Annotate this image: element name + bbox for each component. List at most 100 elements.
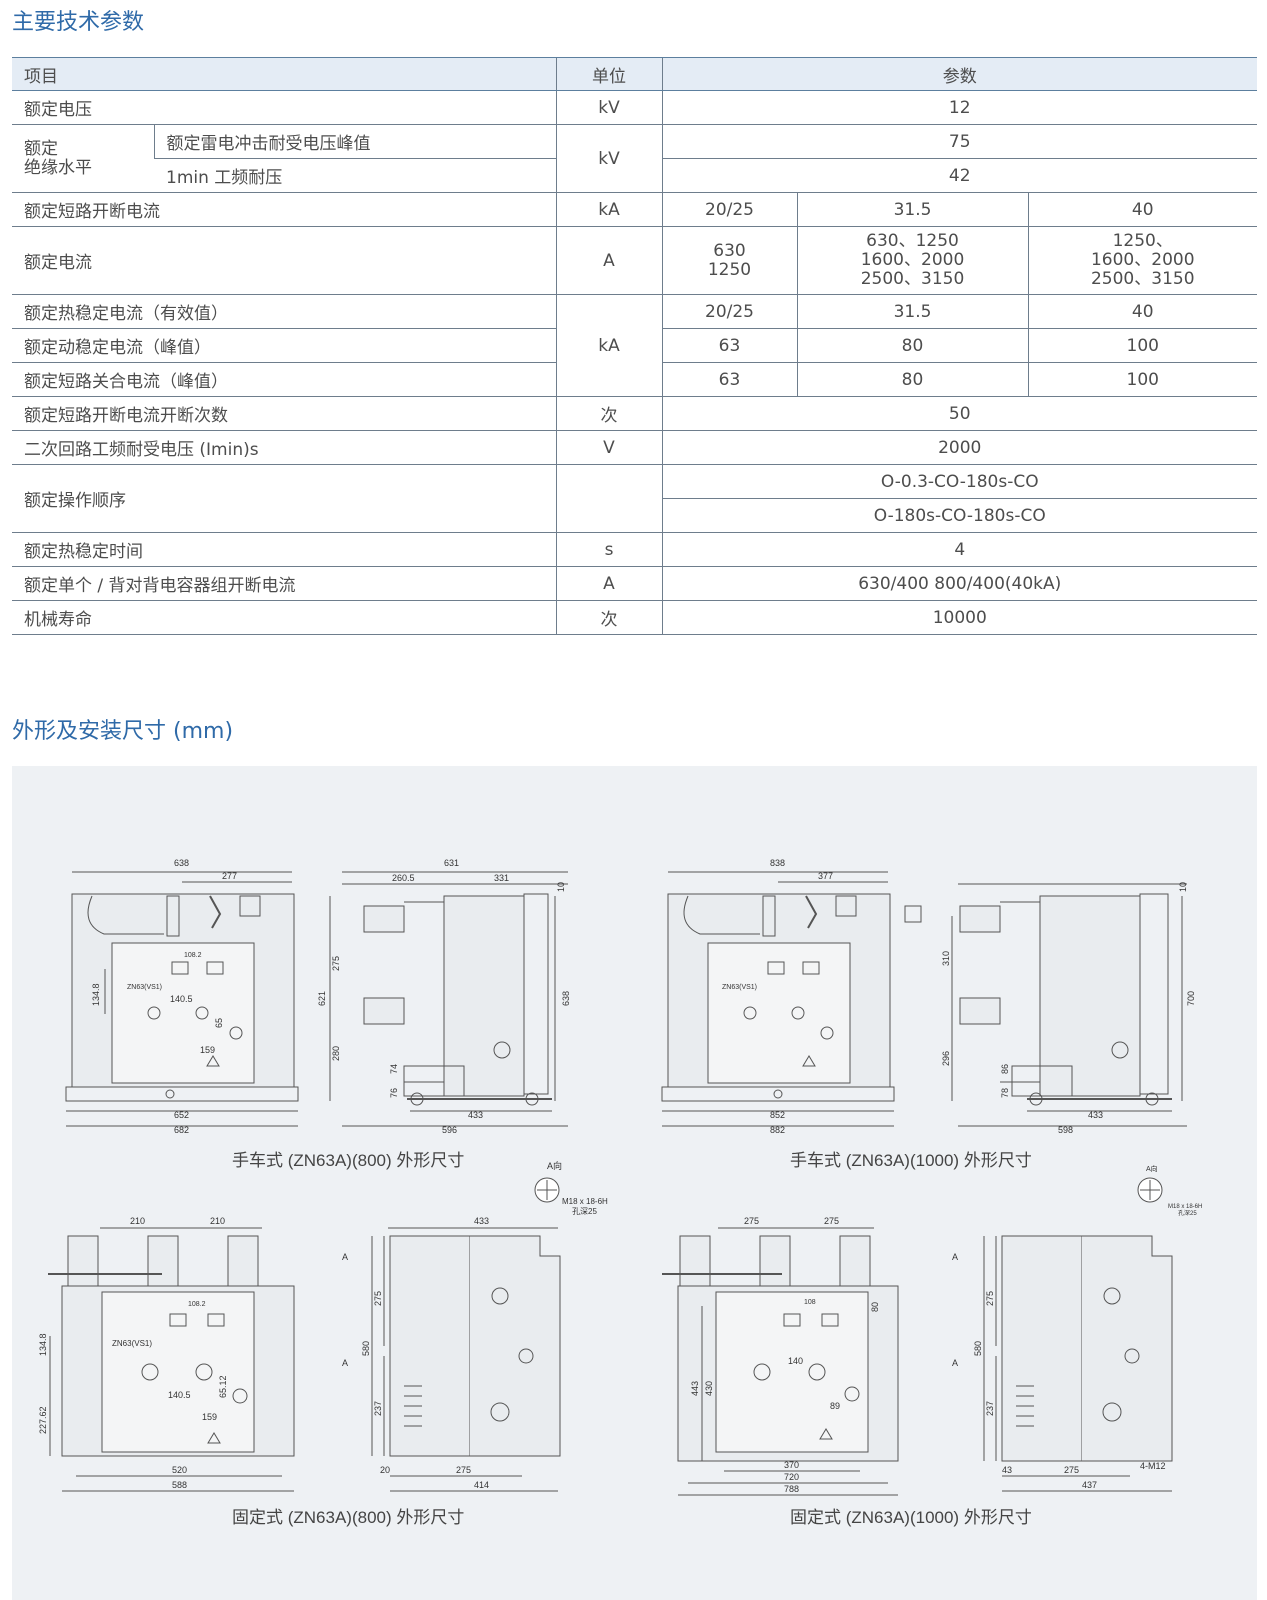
drawing-withdrawable-800: 638 277 108.2 ZN63(VS1) 134.8 140.5 65 1… — [65, 858, 571, 1170]
row-label: 机械寿命 — [12, 600, 556, 635]
value-line: 2500、3150 — [1090, 269, 1195, 289]
dim-text: 277 — [222, 871, 237, 881]
crosshair-circle — [493, 1041, 511, 1059]
header-param: 参数 — [661, 57, 1257, 91]
button-off — [147, 1006, 161, 1020]
indicator-window — [821, 1313, 839, 1327]
dim-text: 4-M12 — [1140, 1461, 1166, 1471]
dim-text: 260.5 — [392, 873, 415, 883]
view-a-detail: A向 M18 x 18-6H 孔深25 — [1137, 1164, 1202, 1217]
a-mark: A — [952, 1252, 958, 1262]
row-group-label: 额定 绝缘水平 — [12, 124, 154, 193]
header-item: 项目 — [12, 57, 556, 91]
front-view: 275 275 108 443 430 140 80 89 370 720 78… — [662, 1216, 899, 1496]
dim-text: 700 — [1186, 991, 1196, 1006]
dim-text: 78 — [1000, 1088, 1010, 1098]
table-row: 额定短路开断电流 kA 20/25 31.5 40 — [12, 192, 1257, 227]
row-unit: kA — [555, 192, 662, 227]
table-row: 额定热稳定电流（有效值） kA 20/25 31.5 40 — [12, 294, 1257, 397]
view-label: A向 — [547, 1160, 562, 1171]
table-row: 额定操作顺序 O-0.3-CO-180s-CO — [12, 464, 1257, 533]
header-unit: 单位 — [555, 57, 662, 91]
table-row: 1min 工频耐压 42 — [12, 158, 1257, 193]
drawing-fixed-1000: A向 M18 x 18-6H 孔深25 275 275 108 443 — [662, 1164, 1202, 1527]
crosshair-circle — [1124, 1348, 1140, 1364]
dim-text: 430 — [704, 1381, 714, 1396]
dim-text: 275 — [456, 1465, 471, 1475]
label-plate — [239, 895, 261, 917]
chassis-block — [403, 1065, 465, 1097]
dim-text: 140.5 — [168, 1390, 191, 1400]
indicator-window — [207, 1313, 225, 1327]
value-line: 1250、 — [1112, 231, 1173, 251]
rear-plate — [523, 893, 549, 1095]
drawing-caption: 手车式 (ZN63A)(800) 外形尺寸 — [232, 1151, 464, 1170]
table-row: 机械寿命 次 10000 — [12, 600, 1257, 635]
front-panel — [707, 942, 851, 1084]
row-label: 额定短路开断电流开断次数 — [12, 396, 556, 431]
dim-text: 227.62 — [38, 1406, 48, 1434]
row-unit: s — [555, 532, 662, 567]
dim-text: 89 — [830, 1401, 840, 1411]
row-value: 100 — [1027, 328, 1257, 363]
row-label: 额定短路开断电流 — [12, 192, 556, 227]
dim-text: 720 — [784, 1472, 799, 1482]
warning-icon — [207, 1432, 221, 1444]
dim-text: 275 — [985, 1291, 995, 1306]
table-row: O-180s-CO-180s-CO — [12, 498, 1257, 533]
table-row: 额定电流 A 630 1250 630、1250 1600、2000 2500、… — [12, 226, 1257, 295]
table-row: 额定短路关合电流（峰值） 63 80 100 — [12, 362, 1257, 397]
dim-text: 275 — [373, 1291, 383, 1306]
row-value: 630/400 800/400(40kA) — [661, 566, 1257, 601]
row-value: 50 — [661, 396, 1257, 431]
value-line: 1600、2000 — [1090, 250, 1195, 270]
row-value: 80 — [796, 362, 1028, 397]
dim-text: 882 — [770, 1125, 785, 1135]
dim-text: 275 — [331, 956, 341, 971]
dim-text: 10 — [1178, 882, 1188, 892]
dim-text: 588 — [172, 1480, 187, 1490]
button-off — [753, 1363, 771, 1381]
row-unit: 次 — [555, 600, 662, 635]
dim-text: 433 — [1088, 1110, 1103, 1120]
row-label: 二次回路工频耐受电压 (Imin)s — [12, 430, 556, 465]
dim-text: 237 — [373, 1401, 383, 1416]
front-view: 210 210 108.2 ZN63(VS1) 134.8 227.62 140… — [38, 1216, 295, 1492]
front-panel — [101, 1291, 255, 1453]
row-label: 额定操作顺序 — [12, 464, 556, 533]
dim-text: 580 — [361, 1341, 371, 1356]
row-unit: A — [555, 566, 662, 601]
indicator-window — [169, 1313, 187, 1327]
row-unit: V — [555, 430, 662, 465]
indicator-window — [783, 1313, 801, 1327]
dim-text: 140.5 — [170, 994, 193, 1004]
mechanism-box — [443, 895, 525, 1097]
chassis-block — [1011, 1065, 1073, 1097]
mechanism-box — [1082, 1235, 1173, 1462]
row-unit: A — [555, 226, 662, 295]
dim-text: 275 — [1064, 1465, 1079, 1475]
dim-text: 74 — [389, 1064, 399, 1074]
dim-text: 433 — [468, 1110, 483, 1120]
contact-block — [762, 895, 776, 937]
row-unit: kV — [555, 124, 662, 193]
bolt-note: 孔深25 — [572, 1207, 597, 1216]
indicator-window — [767, 961, 785, 975]
crosshair-circle — [518, 1348, 534, 1364]
drawing-fixed-800: A向 M18 x 18-6H 孔深25 210 210 108.2 ZN63(V… — [38, 1160, 608, 1527]
table-row: 额定短路开断电流开断次数 次 50 — [12, 396, 1257, 431]
dim-text: 20 — [380, 1465, 390, 1475]
front-view: 838 377 ZN63(VS1) 852 882 — [661, 858, 895, 1135]
group-label-line: 额定 — [24, 138, 58, 159]
dim-text: 296 — [941, 1051, 951, 1066]
button-on — [791, 1006, 805, 1020]
button-on — [195, 1006, 209, 1020]
table-header-row: 项目 单位 参数 — [12, 57, 1257, 91]
value-line: 630 — [713, 240, 746, 261]
dim-text: 210 — [130, 1216, 145, 1226]
dim-text: 134.8 — [91, 983, 101, 1006]
rear-plate — [1139, 893, 1169, 1095]
spec-table: 项目 单位 参数 额定电压 kV 12 额定 绝缘水平 额定雷电冲击耐受电压峰值… — [12, 57, 1257, 635]
row-value: 630 1250 — [661, 226, 797, 295]
row-value: 63 — [661, 328, 797, 363]
